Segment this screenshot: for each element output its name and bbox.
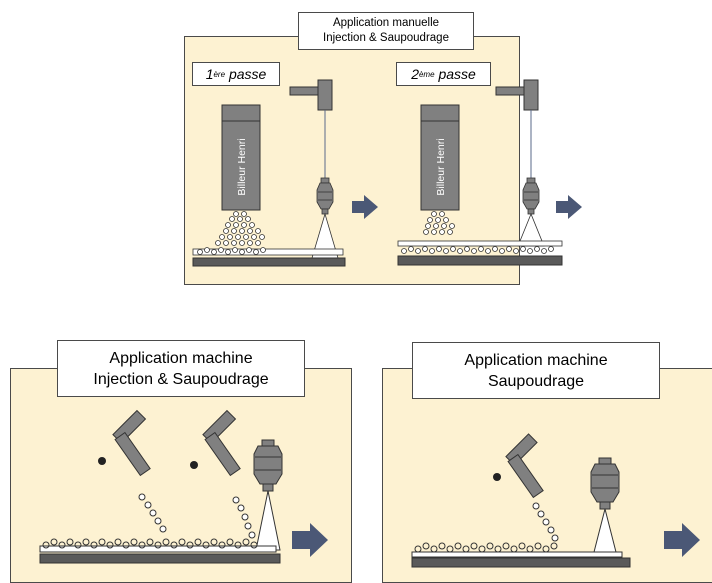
machine-injection-title: Application machine Injection & Saupoudr… [57,340,305,397]
glaze-layer [411,551,623,558]
second-pass-drawing: Billeur Henri [397,79,582,266]
spray-cone-large [255,490,281,551]
progress-arrow-1 [352,195,378,219]
base-plate [192,257,346,267]
falling-beads [197,211,266,255]
billeur-henri-device [420,104,460,211]
falling-beads [401,211,554,254]
manual-title-line1: Application manuelle [332,17,440,29]
second-pass-superscript: ème [418,69,435,79]
first-pass-drawing: Billeur Henri [192,79,378,267]
billeur-henri-device [221,104,261,211]
glaze-layer [39,545,277,553]
spray-nozzle [316,177,334,215]
machine-powdering-title: Application machine Saupoudrage [412,342,660,399]
second-pass-number: 2 [411,66,419,82]
billeur-henri-label-1: Billeur Henri [236,138,248,195]
billeur-henri-label-2: Billeur Henri [435,138,447,195]
machine-powdering-panel [382,368,712,583]
progress-arrow-4 [664,523,700,557]
base-plate [39,553,281,564]
spray-gun-head [523,79,539,111]
machine-injection-title-line1: Application machine [109,349,253,367]
base-plate [397,255,563,266]
spray-gun-arm [495,86,527,96]
machine-powdering-drawing [411,433,700,568]
machine-injection-title-line2: Injection & Saupoudrage [93,370,269,388]
bead-streams [138,493,256,539]
machine-powdering-title-line1: Application machine [464,351,608,369]
spray-nozzle [522,177,540,215]
machine-injection-drawing [39,409,328,564]
spray-nozzle-large [253,439,283,492]
progress-arrow-3 [292,523,328,557]
manual-title-line2: Injection & Saupoudrage [323,32,449,44]
injector-2-pivot [190,461,198,469]
spray-gun-head [317,79,333,111]
glaze-layer [192,248,344,256]
powder-injector-pivot [493,473,501,481]
spray-cone-large [592,508,618,557]
first-pass-word: passe [228,66,267,82]
machine-powdering-title-line2: Saupoudrage [487,372,585,390]
second-pass-word: passe [438,66,476,82]
deposited-beads [42,538,258,549]
spray-gun-arm [289,86,321,96]
manual-application-title: Application manuelle Injection & Saupoud… [298,12,474,50]
injector-1-pivot [98,457,106,465]
first-pass-number: 1 [205,66,214,82]
deposited-beads [414,542,558,553]
base-plate [411,557,631,568]
bead-stream [532,502,559,542]
first-pass-superscript: ère [213,69,226,79]
glaze-layer [397,240,563,247]
spray-nozzle-large [590,457,620,510]
progress-arrow-2 [556,195,582,219]
